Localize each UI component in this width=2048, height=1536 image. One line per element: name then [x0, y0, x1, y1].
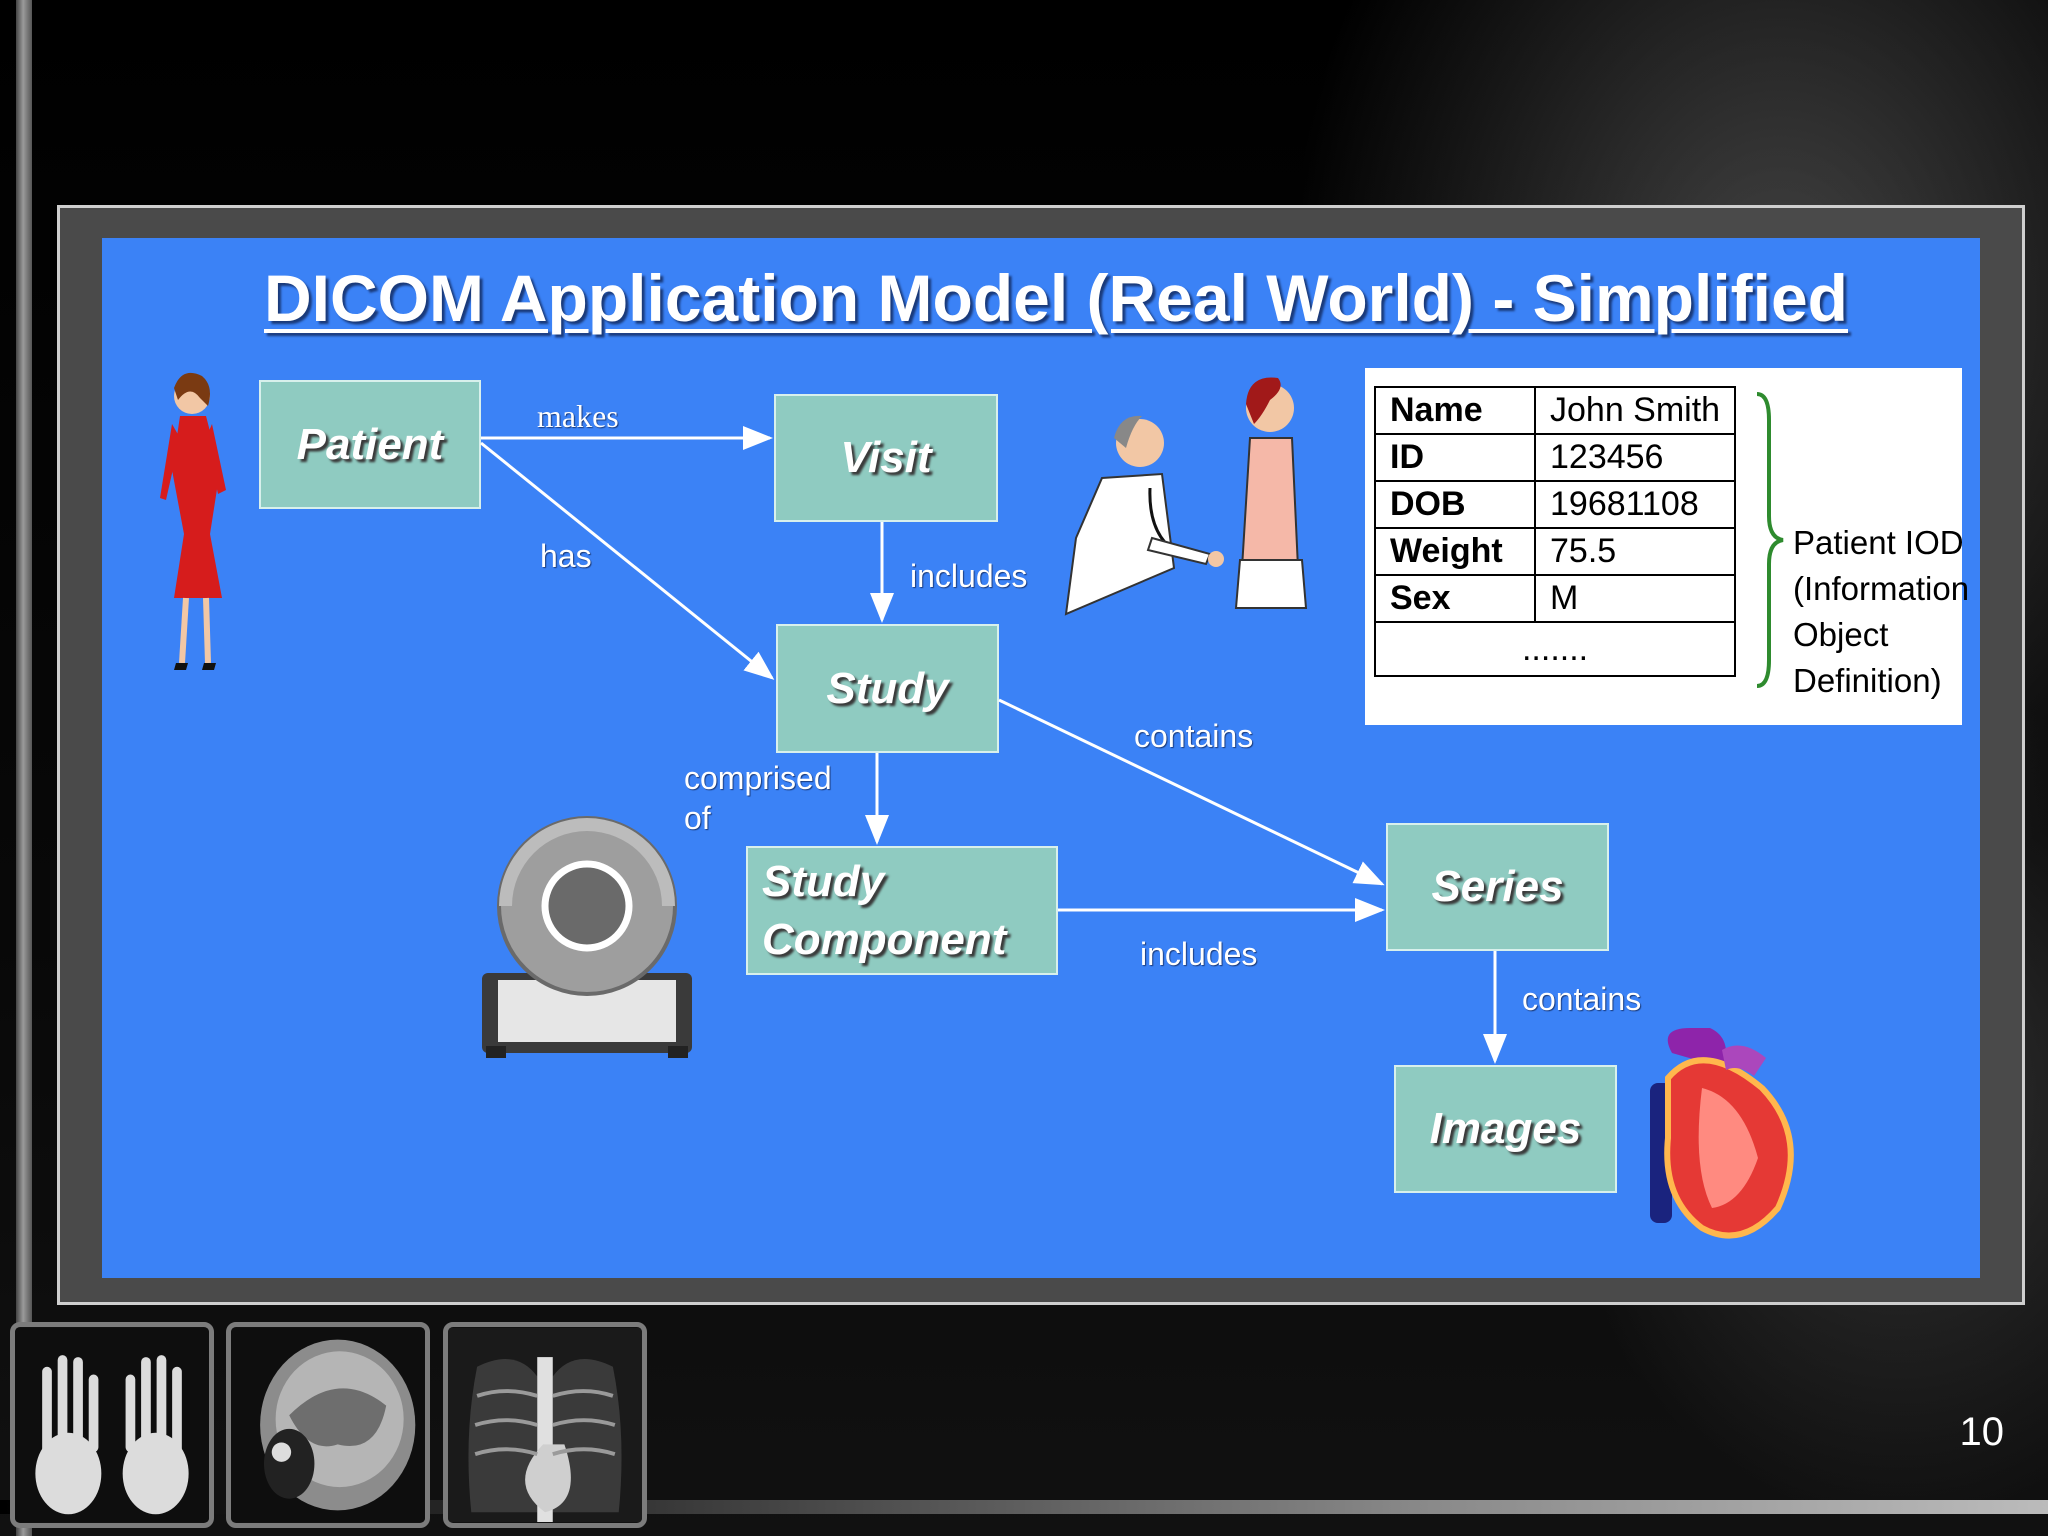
- node-study-component-line2: Component: [762, 914, 1007, 964]
- iod-label-line4: Definition): [1793, 662, 1942, 699]
- node-patient: Patient: [259, 380, 481, 509]
- iod-key-id: ID: [1374, 433, 1536, 482]
- edge-label-comprised-line2: of: [684, 800, 711, 836]
- node-study: Study: [776, 624, 999, 753]
- table-row: .......: [1373, 621, 1737, 677]
- node-visit: Visit: [774, 394, 998, 522]
- arrow-study-series: [998, 698, 1385, 886]
- node-series-label: Series: [1431, 862, 1564, 912]
- iod-label-line1: Patient IOD: [1793, 524, 1964, 561]
- edge-label-includes-study: includes: [910, 558, 1028, 594]
- node-study-component-label: Study Component: [762, 853, 1006, 967]
- patient-iod-label: Patient IOD (Information Object Definiti…: [1793, 520, 1969, 704]
- edge-label-contains-images: contains: [1522, 981, 1642, 1017]
- doctor-examining-patient-icon: [1064, 377, 1308, 616]
- slide-title: DICOM Application Model (Real World) - S…: [264, 261, 1848, 335]
- iod-key-weight: Weight: [1374, 527, 1536, 576]
- node-visit-label: Visit: [840, 433, 932, 483]
- thumbnail-hand-xray: [10, 1322, 214, 1528]
- mri-scanner-icon: [482, 816, 692, 1058]
- iod-key-name: Name: [1374, 386, 1536, 435]
- edge-label-comprised-line1: comprised: [684, 760, 832, 796]
- slide-number: 10: [1959, 1410, 2005, 1454]
- left-accent-bar: [16, 0, 32, 1536]
- head-mri-icon: [231, 1328, 425, 1522]
- iod-label-line2: (Information: [1793, 570, 1970, 607]
- edge-label-includes-series: includes: [1140, 936, 1258, 972]
- iod-value-weight: 75.5: [1533, 527, 1737, 576]
- edge-label-makes: makes: [537, 398, 619, 434]
- iod-key-dob: DOB: [1374, 480, 1536, 529]
- node-patient-label: Patient: [296, 419, 444, 469]
- node-images-label: Images: [1429, 1104, 1582, 1154]
- iod-label-line3: Object: [1793, 616, 1889, 653]
- woman-icon: [160, 372, 226, 670]
- diagram-connectors: [160, 372, 1794, 1239]
- edge-label-contains-series: contains: [1134, 718, 1254, 754]
- node-images: Images: [1394, 1065, 1617, 1193]
- node-study-label: Study: [826, 663, 949, 713]
- node-series: Series: [1386, 823, 1609, 951]
- edge-label-comprised-of: comprised of: [684, 758, 832, 838]
- thumbnail-chest-xray: [443, 1322, 647, 1528]
- arrow-patient-study: [480, 441, 775, 680]
- hand-xray-icon: [15, 1328, 209, 1522]
- iod-value-id: 123456: [1533, 433, 1737, 482]
- node-study-component-line1: Study: [762, 857, 885, 907]
- thumbnail-head-mri: [226, 1322, 430, 1528]
- heart-icon: [1650, 1028, 1794, 1239]
- slide-content: DICOM Application Model (Real World) - S…: [102, 238, 1980, 1278]
- edge-label-has: has: [540, 538, 592, 574]
- iod-key-sex: Sex: [1374, 574, 1536, 623]
- iod-ellipsis: .......: [1373, 621, 1737, 677]
- iod-value-sex: M: [1533, 574, 1737, 623]
- node-study-component: Study Component: [746, 846, 1058, 975]
- chest-xray-icon: [448, 1328, 642, 1522]
- iod-value-dob: 19681108: [1533, 480, 1737, 529]
- iod-value-name: John Smith: [1533, 386, 1737, 435]
- curly-brace-icon: [1756, 392, 1784, 688]
